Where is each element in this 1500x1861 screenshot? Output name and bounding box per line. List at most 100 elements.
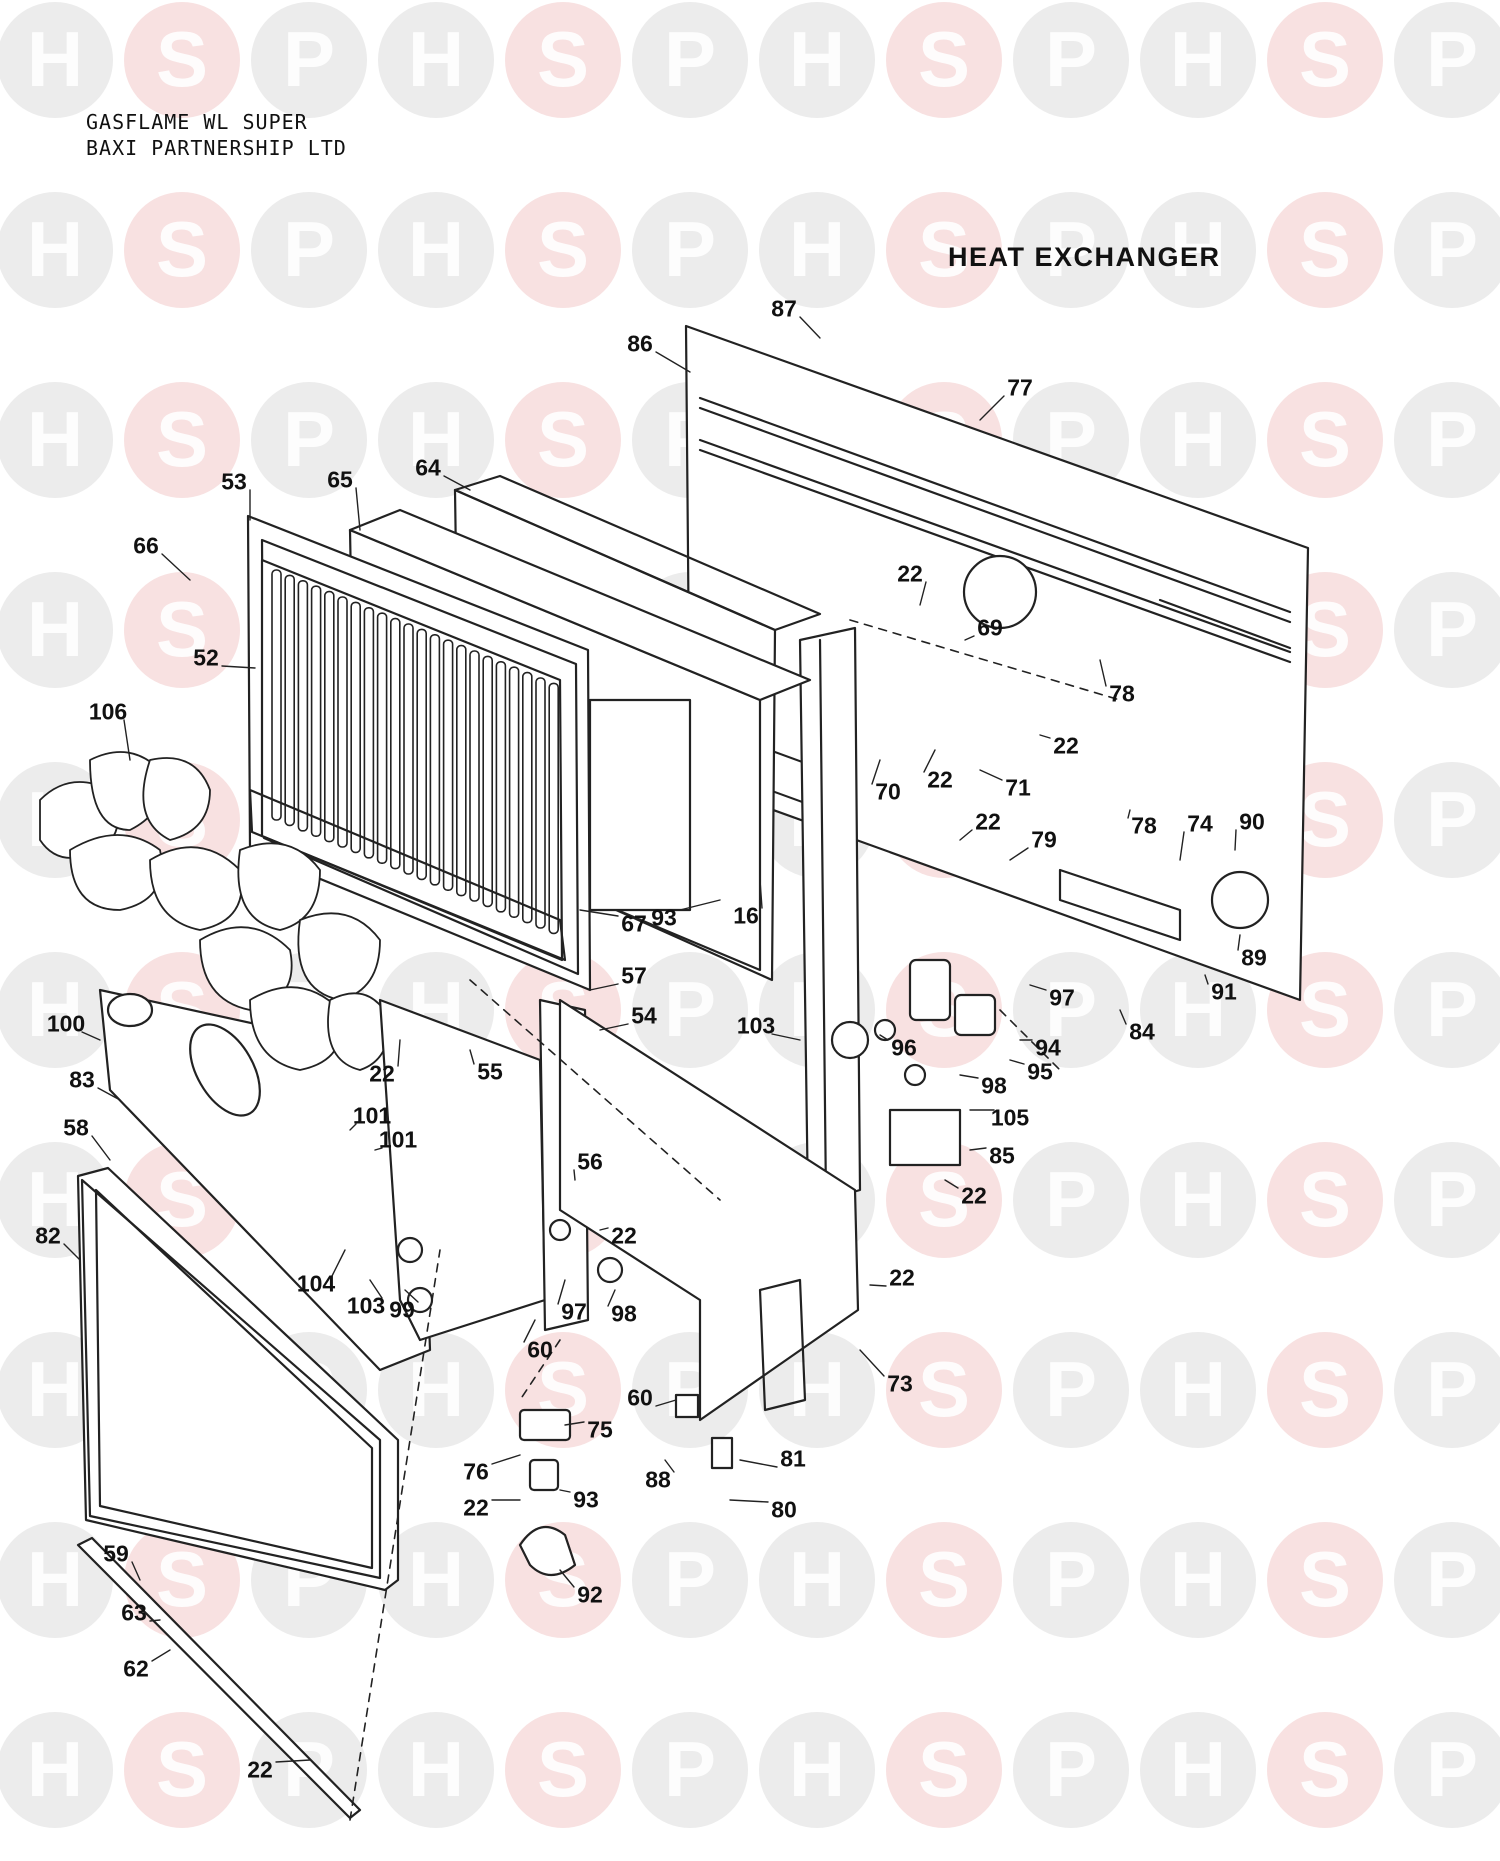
leader-line	[221, 665, 256, 669]
part-callout-65: 65	[327, 466, 353, 493]
part-callout-16: 16	[733, 902, 759, 929]
watermark-tile: P	[251, 382, 367, 498]
watermark-tile: S	[1267, 2, 1383, 118]
assembly-lines	[349, 619, 1121, 1821]
svg-text:S: S	[918, 15, 970, 103]
watermark-tile: H	[759, 1332, 875, 1448]
leader-line	[944, 1179, 959, 1189]
watermark-tile: P	[632, 2, 748, 118]
part-callout-55: 55	[477, 1058, 503, 1085]
leader-line	[523, 1319, 536, 1343]
part-callout-103: 103	[346, 1292, 386, 1319]
leader-line	[559, 1489, 571, 1493]
leader-line	[559, 1569, 575, 1588]
leader-line	[1009, 1059, 1025, 1065]
svg-text:H: H	[408, 395, 464, 483]
part-callout-57: 57	[621, 962, 647, 989]
watermark-tile: H	[759, 1522, 875, 1638]
leader-line	[771, 1033, 801, 1041]
svg-text:H: H	[789, 205, 845, 293]
svg-text:H: H	[789, 15, 845, 103]
part-callout-79: 79	[1031, 826, 1057, 853]
leader-line	[331, 1249, 346, 1277]
part-callout-88: 88	[645, 1466, 671, 1493]
part-callout-106: 106	[88, 698, 128, 725]
watermark-tile: H	[378, 2, 494, 118]
fire-front-panel	[378, 998, 590, 1342]
leader-line	[1009, 847, 1029, 861]
watermark-tile: S	[505, 382, 621, 498]
part-callout-64: 64	[415, 454, 441, 481]
leader-line	[664, 1459, 675, 1473]
watermark-tile: S	[1267, 382, 1383, 498]
watermark-tile: P	[1394, 762, 1500, 878]
watermark-tile: P	[1394, 2, 1500, 118]
part-callout-91: 91	[1211, 978, 1237, 1005]
leader-line	[573, 1169, 576, 1181]
watermark-tile: S	[124, 1712, 240, 1828]
part-callout-66: 66	[133, 532, 159, 559]
watermark-tile: P	[1394, 1142, 1500, 1258]
svg-text:P: P	[1426, 585, 1478, 673]
svg-text:P: P	[1045, 1725, 1097, 1813]
svg-text:S: S	[156, 1725, 208, 1813]
callout-leaders	[63, 316, 1241, 1763]
svg-text:S: S	[156, 15, 208, 103]
svg-text:S: S	[1299, 1155, 1351, 1243]
svg-text:H: H	[408, 205, 464, 293]
svg-text:P: P	[1426, 1725, 1478, 1813]
svg-text:S: S	[1299, 965, 1351, 1053]
svg-text:H: H	[1170, 1155, 1226, 1243]
heat-exchanger-fins	[248, 558, 567, 962]
svg-text:H: H	[408, 1725, 464, 1813]
part-callout-80: 80	[771, 1496, 797, 1523]
leader-line	[679, 899, 721, 911]
part-callout-101: 101	[352, 1102, 392, 1129]
ceramic-coals	[39, 751, 391, 1071]
leader-line	[149, 1619, 161, 1622]
watermark-tile: P	[251, 2, 367, 118]
watermark-tile: H	[0, 572, 113, 688]
svg-text:S: S	[156, 585, 208, 673]
svg-text:S: S	[1299, 15, 1351, 103]
svg-text:H: H	[27, 395, 83, 483]
leader-line	[879, 1034, 889, 1041]
svg-text:P: P	[664, 205, 716, 293]
watermark-tile: P	[632, 192, 748, 308]
svg-text:S: S	[537, 15, 589, 103]
part-callout-22: 22	[463, 1494, 489, 1521]
part-callout-99: 99	[389, 1296, 415, 1323]
leader-line	[349, 1123, 357, 1131]
svg-text:P: P	[1426, 205, 1478, 293]
watermark-tile: P	[1394, 572, 1500, 688]
fin	[535, 677, 546, 929]
svg-text:S: S	[918, 1725, 970, 1813]
svg-text:P: P	[1045, 1345, 1097, 1433]
svg-text:P: P	[1426, 775, 1478, 863]
watermark-tile: H	[378, 1522, 494, 1638]
door-trim	[76, 1536, 362, 1820]
svg-text:P: P	[1426, 15, 1478, 103]
svg-text:P: P	[1426, 965, 1478, 1053]
watermark-tile: S	[124, 382, 240, 498]
part-callout-52: 52	[193, 644, 219, 671]
leader-line	[655, 1399, 677, 1407]
part-callout-70: 70	[875, 778, 901, 805]
leader-line	[91, 1135, 111, 1161]
part-callout-22: 22	[889, 1264, 915, 1291]
part-callout-98: 98	[611, 1300, 637, 1327]
part-callout-84: 84	[1129, 1018, 1155, 1045]
svg-text:H: H	[789, 1535, 845, 1623]
svg-text:P: P	[283, 395, 335, 483]
leader-line	[151, 1649, 171, 1662]
part-callout-78: 78	[1131, 812, 1157, 839]
leader-line	[97, 1087, 121, 1101]
part-callout-22: 22	[975, 808, 1001, 835]
fin	[429, 633, 441, 886]
watermark-tile: S	[124, 572, 240, 688]
svg-text:H: H	[27, 15, 83, 103]
watermark-tile: H	[1140, 1332, 1256, 1448]
svg-text:H: H	[1170, 1725, 1226, 1813]
leader-line	[123, 719, 131, 761]
watermark-tile: S	[1267, 1332, 1383, 1448]
